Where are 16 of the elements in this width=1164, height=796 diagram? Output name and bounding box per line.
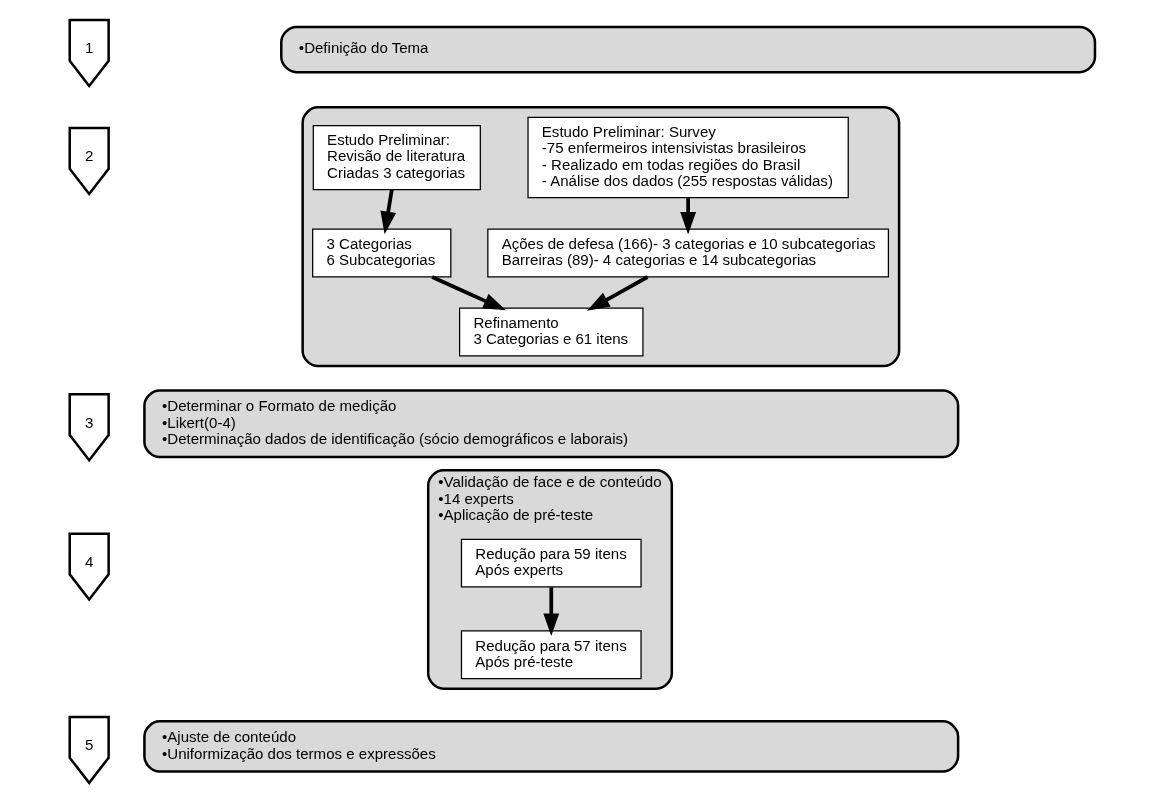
node-box: Redução para 59 itens Após experts [460,538,642,588]
arrow [679,198,696,235]
cluster [300,106,900,368]
arrow [430,275,506,311]
arrow [586,275,648,311]
node-box: Refinamento 3 Categorias e 61 itens [458,307,644,357]
node-box: Estudo Preliminar: Revisão de literatura Criadas 3 categorias [312,124,481,191]
node-box: Estudo Preliminar: Survey -75 enfermeiros intensivistas brasileiros - Realizado em todas regiões do Brasil - Análise dos dados (255 respostas válidas) [526,116,849,199]
node-box: 3 Categorias 6 Subcategorias [311,228,451,278]
node-box: •Determinar o Formato de medição •Likert(0-4) •Determinação dados de identificação (sócio demográficos e laborais) [142,389,959,459]
node-box: Ações de defesa (166)- 3 categorias e 10 subcategorias Barreiras (89)- 4 categorias e 14 subcategorias [486,228,889,278]
node-box: •Ajuste de conteúdo •Uniformização dos termos e expressões [142,720,959,773]
arrow [542,587,559,637]
arrow [379,189,396,235]
node-box: Redução para 57 itens Após pré-teste [460,630,642,680]
node-box: •Definição do Tema [279,25,1096,74]
